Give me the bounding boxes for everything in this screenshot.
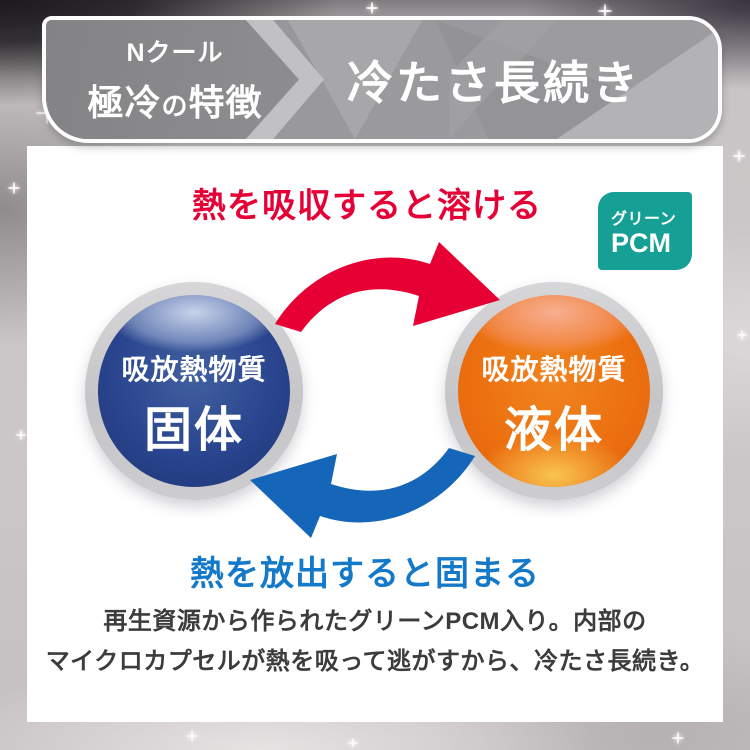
absorb-arrow-icon	[275, 242, 500, 332]
sparkle-icon	[348, 738, 358, 748]
solid-label-substance: 吸放熱物質	[121, 354, 267, 385]
solid-sphere: 吸放熱物質 固体	[98, 295, 290, 487]
sparkle-icon	[186, 730, 198, 742]
description-line-1: 再生資源から作られたグリーンPCM入り。内部の	[103, 608, 647, 635]
product-tag: Nクール 極冷の特徴	[46, 33, 304, 126]
sparkle-icon	[672, 732, 684, 744]
liquid-label-substance: 吸放熱物質	[481, 354, 627, 385]
header-left-panel	[46, 20, 299, 139]
sparkle-icon	[366, 2, 378, 14]
header-banner: Nクール 極冷の特徴 冷たさ長続き	[42, 16, 722, 143]
solid-state-circle: 吸放熱物質 固体	[85, 282, 303, 500]
sparkle-icon	[16, 430, 26, 440]
content-card: 熱を吸収すると溶ける グリーン PCM 吸放熱物質 固体 吸放熱物質 液体 熱を…	[27, 146, 723, 722]
liquid-sphere: 吸放熱物質 液体	[458, 295, 650, 487]
product-feature-label: 極冷の特徴	[87, 82, 263, 123]
liquid-state-circle: 吸放熱物質 液体	[445, 282, 663, 500]
release-arrow-icon	[250, 448, 475, 538]
description-text: 再生資源から作られたグリーンPCM入り。内部の マイクロカプセルが熱を吸って逃が…	[27, 602, 723, 682]
sparkle-icon	[737, 330, 747, 340]
header-content: Nクール 極冷の特徴 冷たさ長続き	[46, 20, 718, 139]
badge-line-pcm: PCM	[611, 228, 671, 258]
green-pcm-badge: グリーン PCM	[598, 192, 692, 270]
sparkle-icon	[733, 150, 745, 162]
solid-label-state: 固体	[143, 404, 244, 457]
header-title: 冷たさ長続き	[347, 56, 641, 109]
release-heat-caption: 熱を放出すると固まる	[190, 555, 540, 593]
absorb-heat-caption: 熱を吸収すると溶ける	[192, 187, 542, 225]
description-line-2: マイクロカプセルが熱を吸って逃がすから、冷たさ長続き。	[45, 648, 705, 675]
sparkle-icon	[8, 182, 20, 194]
liquid-label-state: 液体	[503, 404, 604, 457]
product-name: Nクール	[126, 39, 224, 67]
badge-line-green: グリーン	[611, 211, 677, 228]
